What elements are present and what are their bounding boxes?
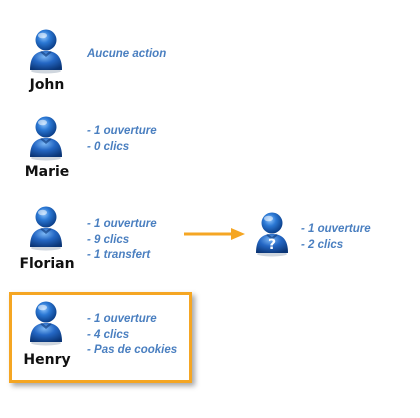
stat-line: Aucune action xyxy=(87,48,167,60)
stat-line: - 2 clics xyxy=(301,238,344,251)
person-stats: - 1 ouverture - 0 clics xyxy=(87,124,157,155)
person-name: Marie xyxy=(24,164,70,180)
highlight-box xyxy=(9,292,192,383)
stat-line: - 1 transfert xyxy=(87,249,151,261)
person-icon xyxy=(26,298,66,346)
person-name: Florian xyxy=(19,256,75,272)
stat-line: - 4 clics xyxy=(87,328,130,341)
person-name: John xyxy=(29,77,65,93)
person-name: Henry xyxy=(23,352,71,368)
svg-text:?: ? xyxy=(268,237,276,253)
stat-line: - 1 ouverture xyxy=(87,313,157,325)
person-icon xyxy=(26,113,66,161)
stat-line: - 1 ouverture xyxy=(87,218,157,230)
forward-arrow-icon xyxy=(184,228,245,240)
person-stats: - 1 ouverture - 2 clics xyxy=(301,222,371,253)
stat-line: - 1 ouverture xyxy=(301,223,371,235)
unknown-person-icon: ? xyxy=(252,209,292,257)
person-stats: - 1 ouverture - 4 clics - Pas de cookies xyxy=(87,312,177,359)
stat-line: - 1 ouverture xyxy=(87,125,157,137)
person-icon xyxy=(26,203,66,251)
person-icon xyxy=(26,26,66,74)
stat-line: - Pas de cookies xyxy=(87,344,178,356)
person-stats: Aucune action xyxy=(87,47,166,63)
stat-line: - 9 clics xyxy=(87,233,130,246)
person-stats: - 1 ouverture - 9 clics - 1 transfert xyxy=(87,217,157,264)
stat-line: - 0 clics xyxy=(87,140,130,153)
